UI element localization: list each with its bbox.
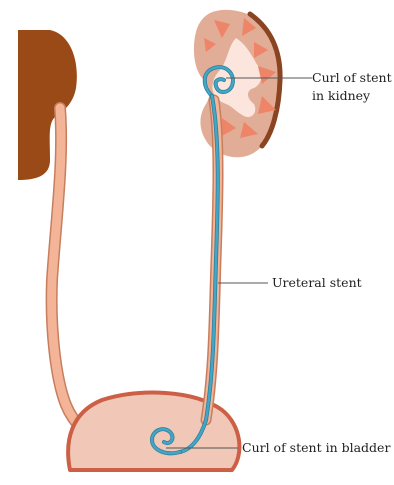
label-bladder-curl: Curl of stent in bladder <box>242 440 390 455</box>
label-kidney-curl-line1: Curl of stent <box>312 70 392 85</box>
left-kidney-shape <box>18 30 77 180</box>
label-ureteral-stent: Ureteral stent <box>272 275 362 290</box>
label-kidney-curl-line2: in kidney <box>312 88 371 103</box>
